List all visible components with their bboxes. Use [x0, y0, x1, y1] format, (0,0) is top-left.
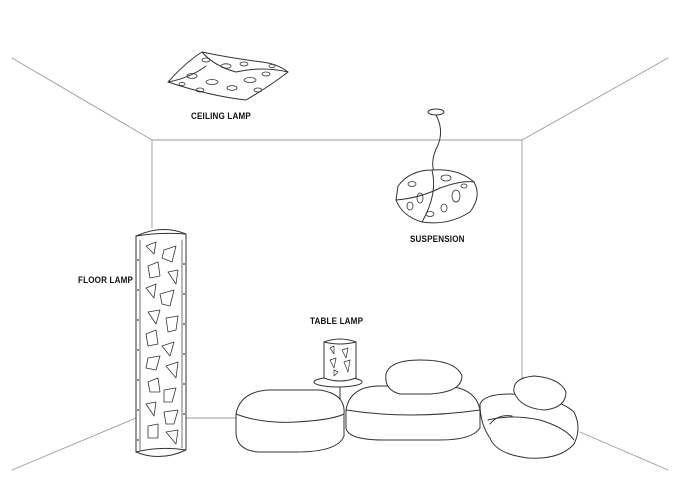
- sofa-middle-drawing: [346, 360, 480, 440]
- sofa-right-drawing: [480, 376, 578, 458]
- suspension-label: SUSPENSION: [410, 234, 465, 245]
- ottoman-left-drawing: [236, 390, 344, 452]
- floor-lamp-label: FLOOR LAMP: [78, 275, 133, 286]
- floor-lamp-drawing: [136, 229, 186, 456]
- ceiling-lamp-drawing: [168, 52, 288, 100]
- table-lamp-label: TABLE LAMP: [310, 316, 363, 327]
- suspension-lamp-drawing: [396, 109, 477, 223]
- table-lamp-drawing: [324, 339, 356, 381]
- ceiling-lamp-label: CEILING LAMP: [191, 111, 251, 122]
